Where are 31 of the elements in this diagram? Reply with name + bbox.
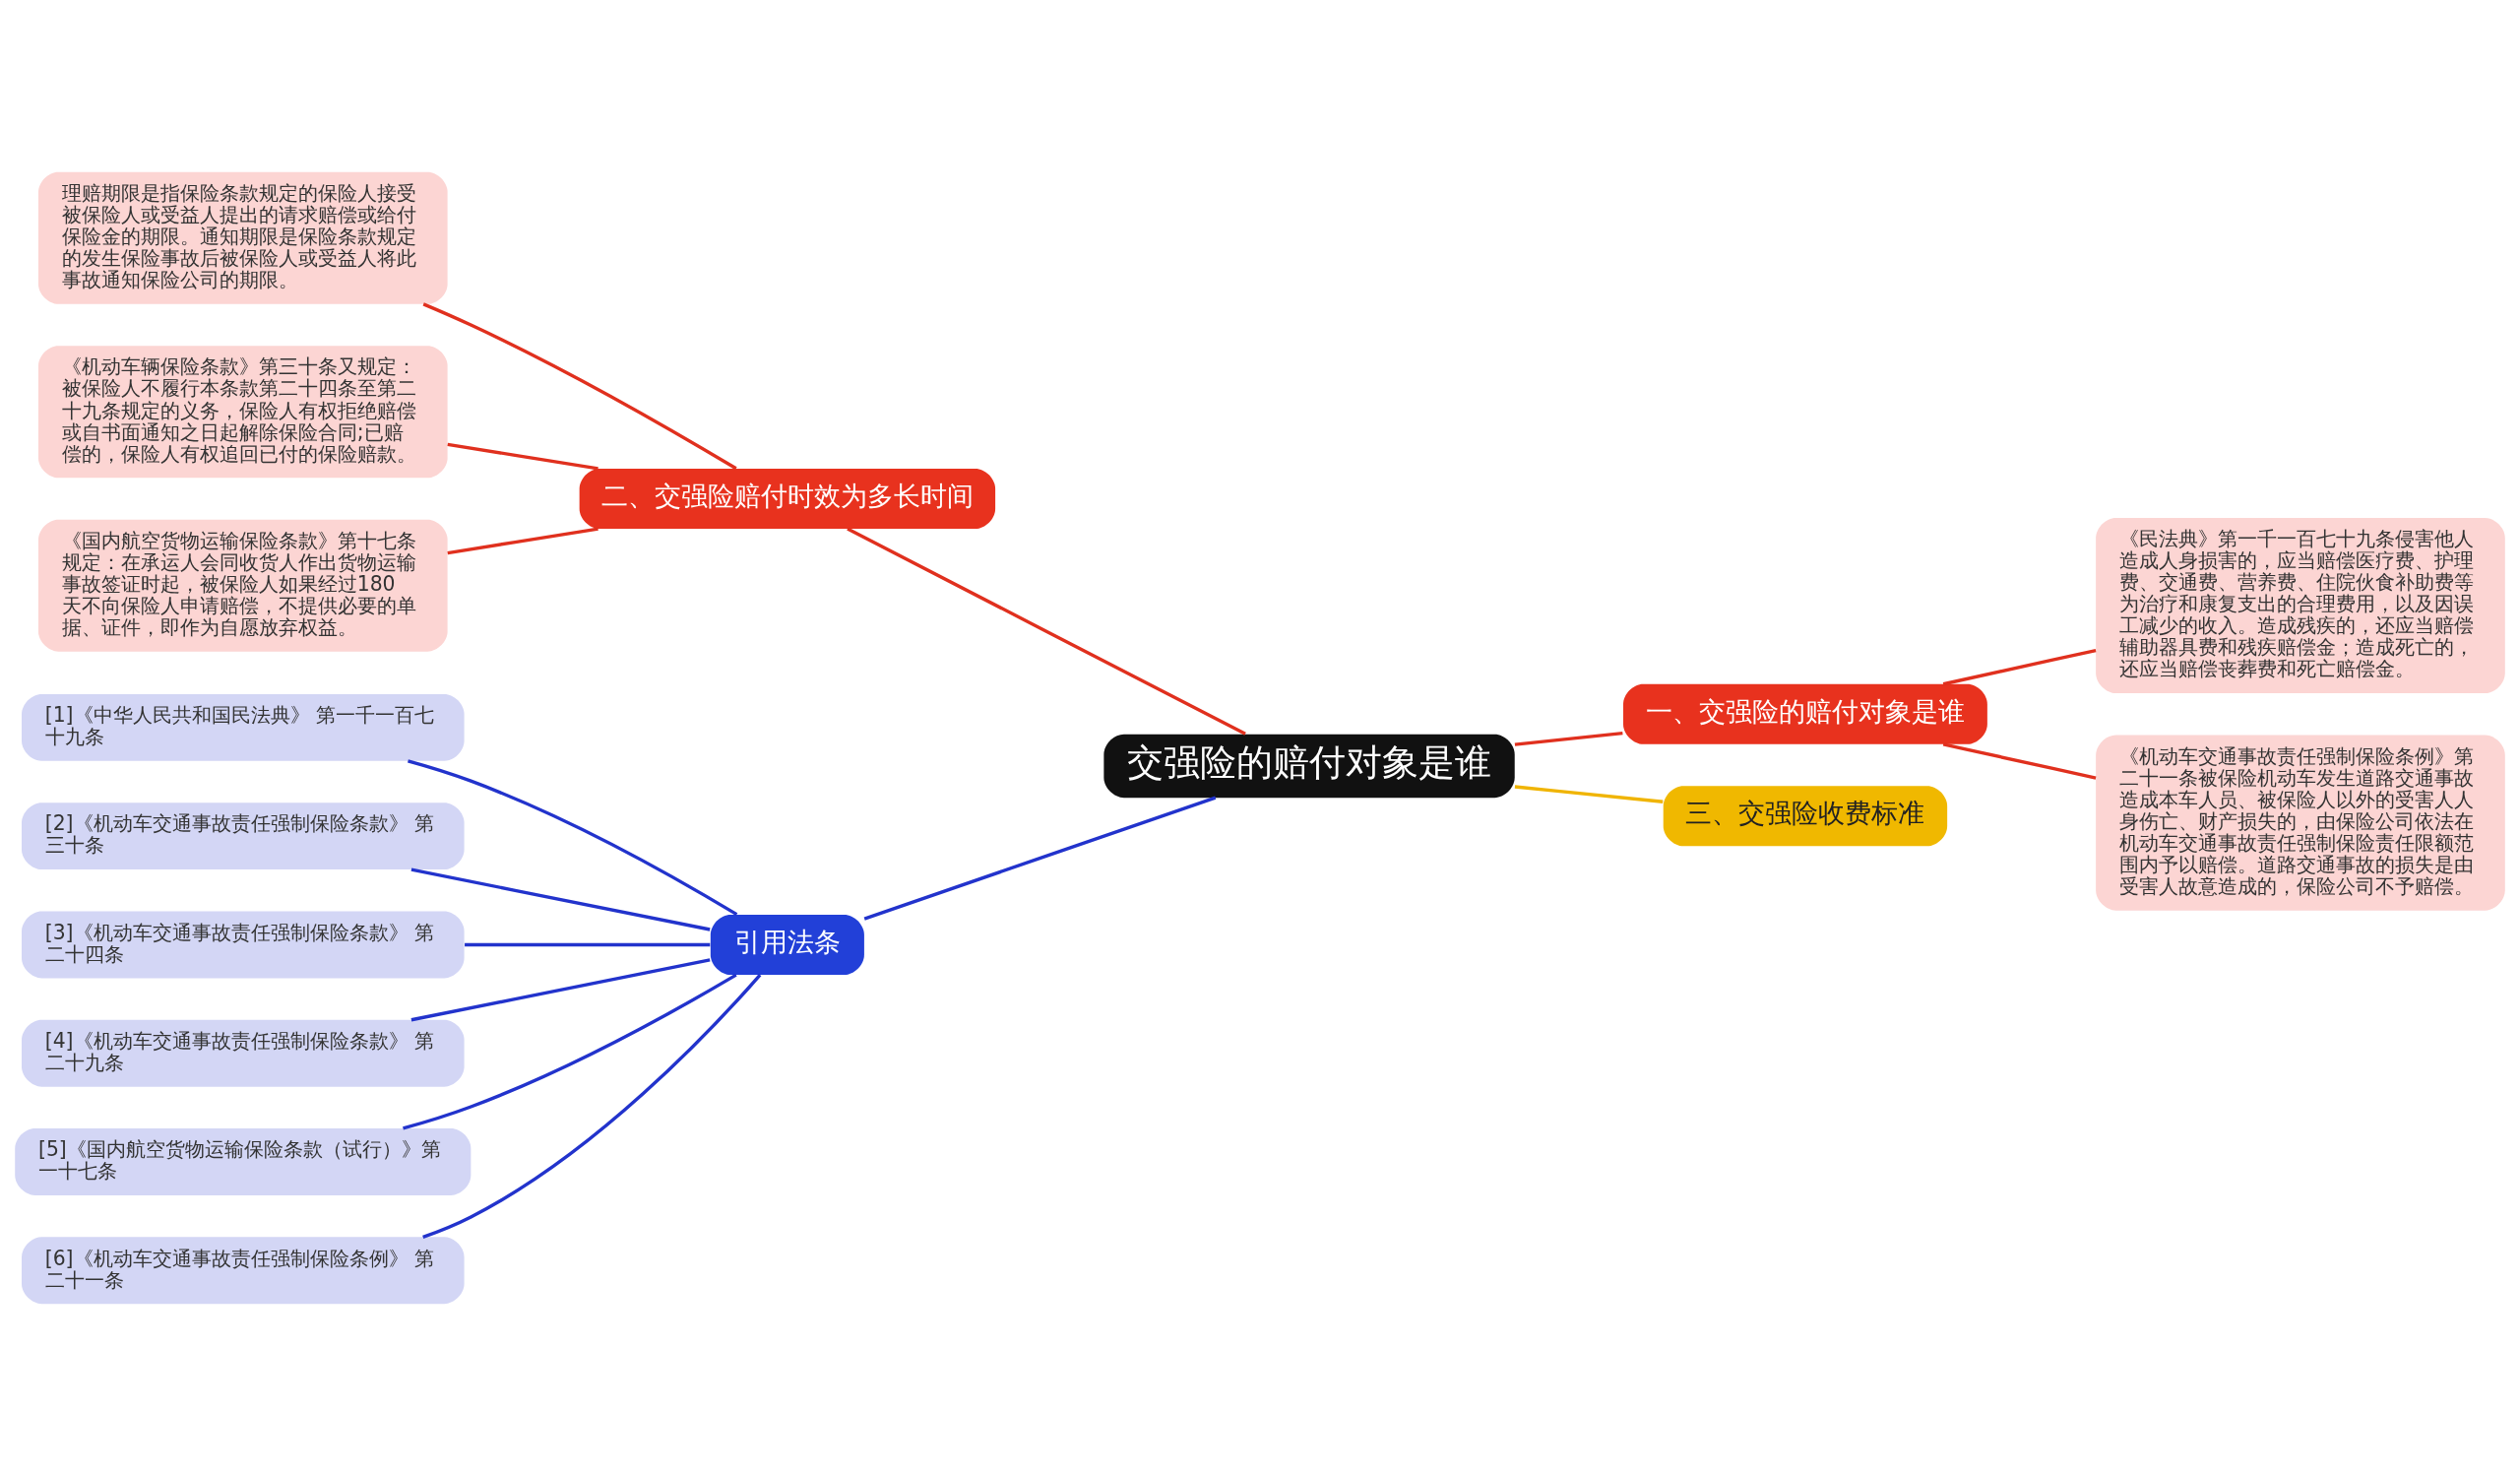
connector bbox=[1942, 742, 2097, 780]
connector bbox=[410, 867, 711, 931]
node-box: 一、交强险的赔付对象是谁 bbox=[1623, 683, 1987, 744]
node-box: [5]《国内航空货物运输保险条款（试行）》第一十七条 bbox=[15, 1128, 472, 1195]
connector bbox=[447, 527, 598, 555]
connector bbox=[408, 759, 738, 917]
node-box: 理赔期限是指保险条款规定的保险人接受被保险人或受益人提出的请求赔偿或给付保险金的期限。通知期限是保险条款规定的发生保险事故后被保险人或受益人将此事故通知保险公司的期限。 bbox=[37, 171, 448, 304]
connector bbox=[447, 442, 598, 471]
connector bbox=[1514, 785, 1664, 803]
connector bbox=[422, 302, 737, 471]
node-box: 二、交强险赔付时效为多长时间 bbox=[579, 468, 996, 529]
node-box: [2]《机动车交通事故责任强制保险条款》 第三十条 bbox=[22, 802, 465, 870]
connector bbox=[422, 974, 762, 1239]
node-box: [6]《机动车交通事故责任强制保险条例》 第二十一条 bbox=[22, 1237, 465, 1305]
node-box: 三、交强险收费标准 bbox=[1663, 786, 1948, 847]
connector bbox=[1514, 731, 1623, 746]
connector bbox=[403, 973, 737, 1130]
node-box: 《机动车辆保险条款》第三十条又规定：被保险人不履行本条款第二十四条至第二十九条规定的义务，保险人有权拒绝赔偿或自书面通知之日起解除保险合同;已赔偿的，保险人有权追回已付的保险赔款。 bbox=[37, 346, 448, 479]
connector bbox=[1942, 648, 2097, 686]
node-box: 《民法典》第一千一百七十九条侵害他人造成人身损害的，应当赔偿医疗费、护理费、交通费、营养费、住院伙食补助费等为治疗和康复支出的合理费用，以及因误工减少的收入。造成残疾的，还应当赔偿辅助器具费和残疾赔偿金；造成死亡的，还应当赔偿丧葬费和死亡赔偿金。 bbox=[2096, 518, 2505, 694]
node-box: 引用法条 bbox=[710, 914, 864, 975]
node-box: 《国内航空货物运输保险条款》第十七条规定：在承运人会同收货人作出货物运输事故签证时起，被保险人如果经过180天不向保险人申请赔偿，不提供必要的单据、证件，即作为自愿放弃权益。 bbox=[37, 519, 448, 652]
node-box: [3]《机动车交通事故责任强制保险条款》 第二十四条 bbox=[22, 911, 465, 979]
connector bbox=[863, 796, 1217, 921]
node-box: 交强险的赔付对象是谁 bbox=[1103, 734, 1515, 799]
connector bbox=[410, 958, 711, 1022]
connector bbox=[465, 942, 711, 947]
connector bbox=[847, 527, 1246, 736]
node-box: [1]《中华人民共和国民法典》 第一千一百七十九条 bbox=[22, 693, 465, 761]
node-box: 《机动车交通事故责任强制保险条例》第二十一条被保险机动车发生道路交通事故造成本车人员、被保险人以外的受害人人身伤亡、财产损失的，由保险公司依法在机动车交通事故责任强制保险责任限额范围内予以赔偿。道路交通事故的损失是由受害人故意造成的，保险公司不予赔偿。 bbox=[2096, 735, 2505, 911]
node-box: [4]《机动车交通事故责任强制保险条款》 第二十九条 bbox=[22, 1019, 465, 1087]
